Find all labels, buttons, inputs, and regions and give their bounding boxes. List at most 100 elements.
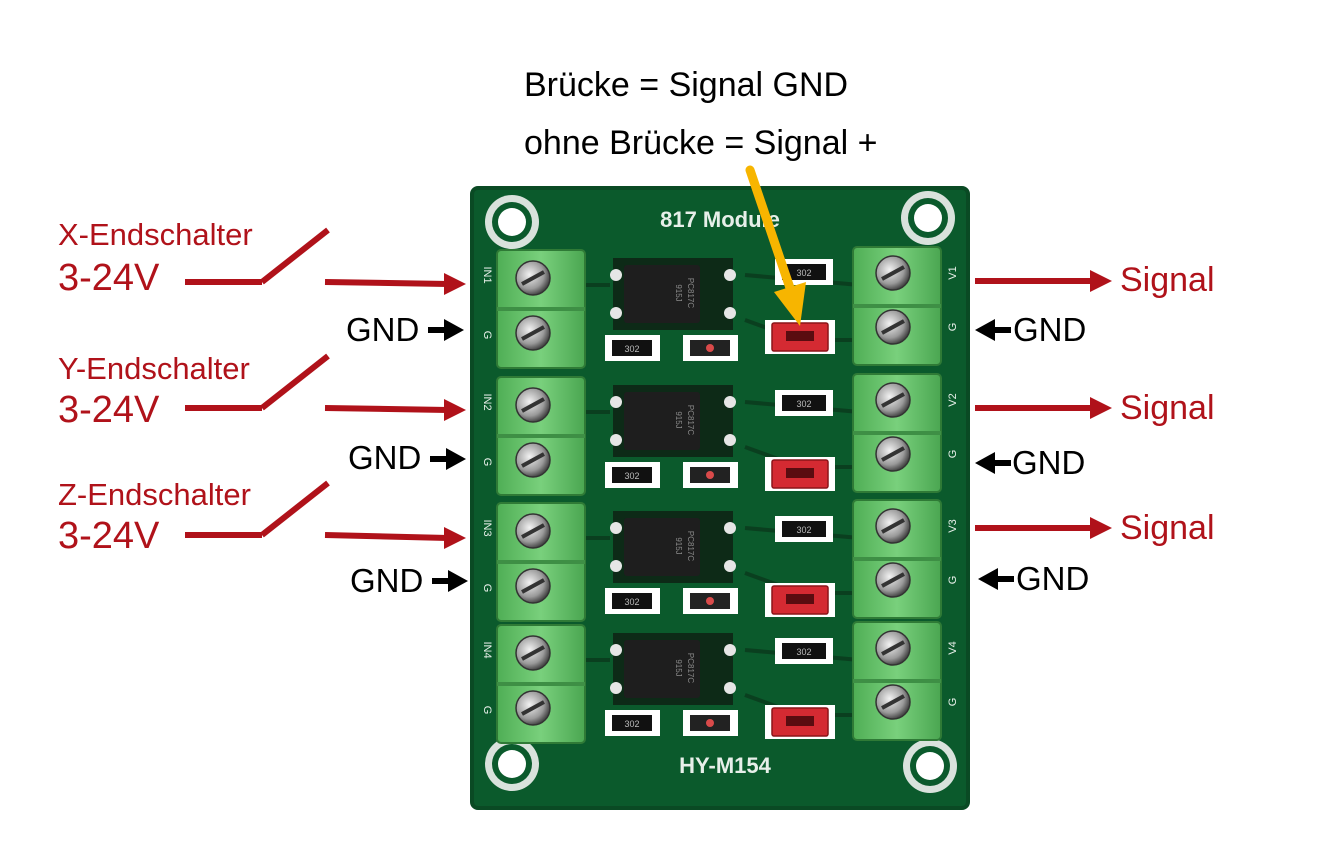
pin-label-v: V4: [947, 641, 959, 654]
output-terminal-4: [852, 621, 942, 741]
smd-resistor: 302: [605, 462, 660, 488]
input-y-arrow: [324, 399, 466, 421]
pcb: [472, 188, 968, 808]
mount-hole-tl: [485, 195, 539, 249]
output-2-gnd-arrow: [975, 452, 1011, 474]
resistor-code: 302: [796, 399, 811, 409]
resistor-code: 302: [796, 268, 811, 278]
resistor-code: 302: [624, 719, 639, 729]
chip-code: PC817C: [686, 405, 695, 435]
board-model: HY-M154: [679, 753, 771, 778]
input-terminal-2: [496, 376, 586, 496]
screw-icon: [875, 630, 911, 666]
pin-label-v: V1: [947, 266, 959, 279]
resistor-code: 302: [796, 647, 811, 657]
led-icon: [683, 588, 738, 614]
output-3-signal: Signal: [1120, 509, 1215, 547]
chip-code: PC817C: [686, 531, 695, 561]
input-x-gnd-arrow: [428, 319, 464, 341]
pin-label-g: G: [947, 698, 959, 707]
input-z-arrow: [324, 527, 466, 549]
input-y-name: Y-Endschalter: [58, 351, 250, 386]
output-3-gnd-arrow: [978, 568, 1014, 590]
limit-switch-z-icon: [185, 480, 330, 538]
screw-icon: [515, 690, 551, 726]
output-terminal-1: [852, 246, 942, 366]
led-icon: [683, 335, 738, 361]
chip-batch: 915J: [674, 411, 683, 428]
pin-label-g: G: [481, 706, 493, 715]
screw-icon: [875, 255, 911, 291]
screw-icon: [875, 436, 911, 472]
input-x-voltage: 3-24V: [58, 257, 160, 299]
pin-label-g: G: [947, 323, 959, 332]
pin-label-g: G: [481, 331, 493, 340]
jumper-icon: [765, 457, 835, 491]
resistor-code: 302: [624, 344, 639, 354]
input-y-gnd: GND: [348, 439, 422, 476]
jumper-icon: [765, 583, 835, 617]
output-1-arrow: [975, 270, 1112, 292]
input-z-voltage: 3-24V: [58, 515, 160, 557]
screw-icon: [515, 260, 551, 296]
input-x-gnd: GND: [346, 311, 420, 348]
smd-resistor: 302: [775, 390, 833, 416]
output-2-gnd: GND: [1012, 444, 1086, 481]
output-3-arrow: [975, 517, 1112, 539]
output-terminal-2: [852, 373, 942, 493]
jumper-pointer-arrow: [745, 165, 806, 326]
mount-hole-br: [903, 739, 957, 793]
pin-label-in: IN4: [481, 641, 493, 658]
input-terminal-4: [496, 624, 586, 744]
screw-icon: [875, 382, 911, 418]
input-z-gnd: GND: [350, 562, 424, 599]
resistor-code: 302: [624, 471, 639, 481]
resistor-code: 302: [624, 597, 639, 607]
input-x-arrow: [324, 273, 466, 295]
mount-hole-bl: [485, 737, 539, 791]
input-x-name: X-Endschalter: [58, 217, 253, 252]
resistor-code: 302: [796, 525, 811, 535]
smd-resistor: 302: [605, 588, 660, 614]
led-icon: [683, 710, 738, 736]
smd-resistor: 302: [775, 638, 833, 664]
screw-icon: [875, 508, 911, 544]
screw-icon: [515, 568, 551, 604]
output-2-signal: Signal: [1120, 389, 1215, 427]
output-3-gnd: GND: [1016, 560, 1090, 597]
pin-label-g: G: [481, 458, 493, 467]
pin-label-g: G: [947, 450, 959, 459]
input-terminal-1: [496, 249, 586, 369]
led-icon: [683, 462, 738, 488]
screw-icon: [875, 684, 911, 720]
pin-label-in: IN2: [481, 393, 493, 410]
input-y-gnd-arrow: [430, 448, 466, 470]
screw-icon: [515, 387, 551, 423]
chip-batch: 915J: [674, 284, 683, 301]
pin-label-v: V3: [947, 519, 959, 532]
output-terminal-3: [852, 499, 942, 619]
output-1-gnd: GND: [1013, 311, 1087, 348]
mount-hole-tr: [901, 191, 955, 245]
chip-code: PC817C: [686, 653, 695, 683]
smd-resistor: 302: [775, 516, 833, 542]
jumper-icon: [765, 705, 835, 739]
input-terminal-3: [496, 502, 586, 622]
input-z-gnd-arrow: [432, 570, 468, 592]
screw-icon: [515, 635, 551, 671]
note-line-1: Brücke = Signal GND: [524, 66, 849, 104]
note-line-2: ohne Brücke = Signal +: [524, 124, 878, 162]
chip-code: PC817C: [686, 278, 695, 308]
screw-icon: [515, 513, 551, 549]
screw-icon: [515, 442, 551, 478]
input-y-voltage: 3-24V: [58, 389, 160, 431]
pin-label-in: IN3: [481, 519, 493, 536]
chip-batch: 915J: [674, 659, 683, 676]
